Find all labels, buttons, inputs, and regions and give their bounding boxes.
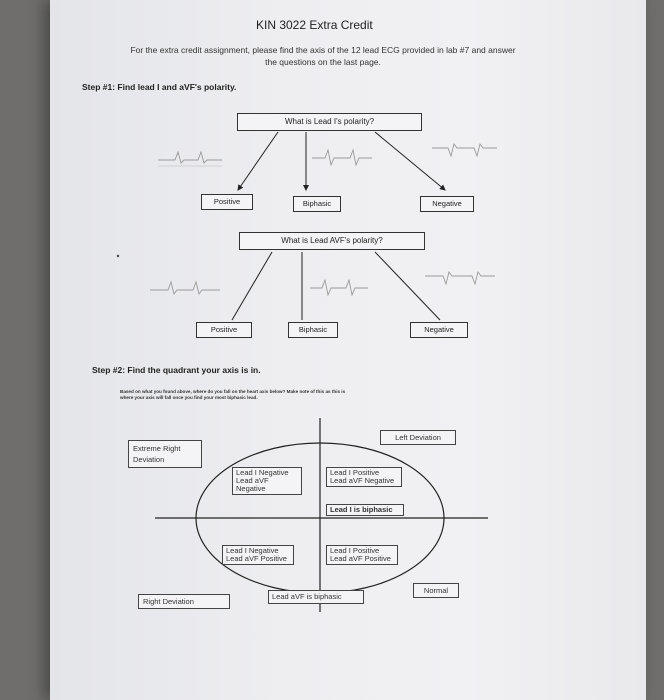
answer-avf-positive[interactable]: Positive <box>196 322 252 338</box>
quadrant-top-left: Lead I Negative Lead aVF Negative <box>232 467 302 495</box>
label-left-deviation: Left Deviation <box>380 430 456 445</box>
line-avf-negative <box>374 251 441 321</box>
page-title: KIN 3022 Extra Credit <box>256 18 373 32</box>
qbr-line-2: Lead aVF Positive <box>330 554 391 563</box>
qtl-line-1: Lead I Negative <box>236 468 289 477</box>
extreme-right-line-1: Extreme Right <box>133 444 181 453</box>
ecg-trace-negative-1 <box>432 142 497 158</box>
quadrant-bottom-right: Lead I Positive Lead aVF Positive <box>326 545 398 565</box>
answer-lead1-positive[interactable]: Positive <box>201 194 253 210</box>
ecg-trace-negative-2 <box>425 270 495 286</box>
question-avf-polarity: What is Lead AVF's polarity? <box>239 232 425 250</box>
intro-text: For the extra credit assignment, please … <box>88 44 558 68</box>
ecg-trace-positive-2 <box>150 280 220 296</box>
step2-heading: Step #2: Find the quadrant your axis is … <box>92 365 261 375</box>
qbr-line-1: Lead I Positive <box>330 546 380 555</box>
arrow-lead1-positive <box>237 131 279 191</box>
quadrant-bottom-left: Lead I Negative Lead aVF Positive <box>222 545 294 565</box>
qtr-line-1: Lead I Positive <box>330 468 380 477</box>
extreme-right-line-2: Deviation <box>133 455 165 464</box>
answer-lead1-biphasic[interactable]: Biphasic <box>293 196 341 212</box>
answer-avf-negative[interactable]: Negative <box>410 322 468 338</box>
line-avf-positive <box>231 251 273 321</box>
answer-avf-biphasic[interactable]: Biphasic <box>288 322 338 338</box>
step2-note-line-1: Based on what you found above, where do … <box>120 389 346 394</box>
step1-heading: Step #1: Find lead I and aVF's polarity. <box>82 82 237 92</box>
qbl-line-1: Lead I Negative <box>226 546 279 555</box>
qtl-line-2: Lead aVF Negative <box>236 476 269 493</box>
label-extreme-right-deviation: Extreme Right Deviation <box>128 440 202 468</box>
label-avf-biphasic: Lead aVF is biphasic <box>268 590 364 604</box>
ecg-trace-positive-1 <box>158 150 222 167</box>
ecg-trace-biphasic-2 <box>310 278 368 297</box>
question-lead1-polarity: What is Lead I's polarity? <box>237 113 422 131</box>
qtr-line-2: Lead aVF Negative <box>330 476 395 485</box>
label-normal: Normal <box>413 583 459 598</box>
ecg-trace-biphasic-1 <box>312 148 372 167</box>
intro-line-2: the questions on the last page. <box>265 57 381 67</box>
label-right-deviation: Right Deviation <box>138 594 230 609</box>
answer-lead1-negative[interactable]: Negative <box>420 196 474 212</box>
step2-note: Based on what you found above, where do … <box>120 389 345 401</box>
label-lead1-biphasic: Lead I is biphasic <box>326 504 404 516</box>
arrow-lead1-negative <box>374 131 446 191</box>
step2-note-line-2: where your axis will fall once you find … <box>120 395 258 400</box>
qbl-line-2: Lead aVF Positive <box>226 554 287 563</box>
intro-line-1: For the extra credit assignment, please … <box>130 45 516 55</box>
quadrant-top-right: Lead I Positive Lead aVF Negative <box>326 467 402 487</box>
